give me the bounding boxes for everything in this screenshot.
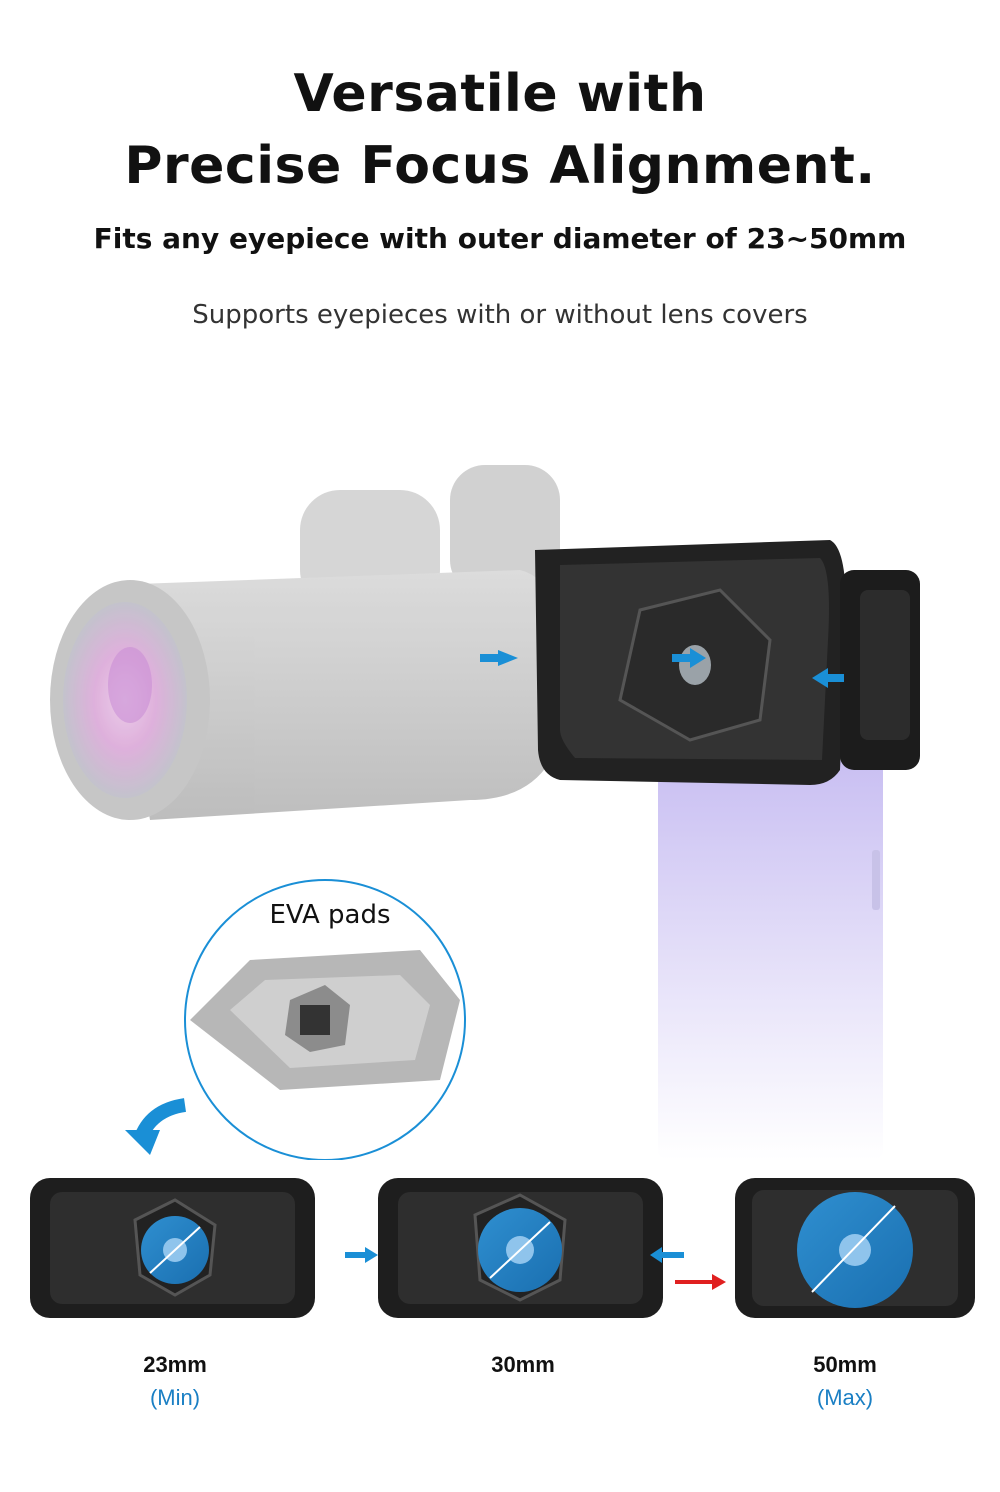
clamp-arrows [480, 648, 844, 688]
eva-pads-label: EVA pads [269, 900, 391, 930]
adapter-30mm [378, 1178, 663, 1318]
page-title-line-2: Precise Focus Alignment. [124, 136, 876, 196]
adapter-23mm [30, 1178, 315, 1318]
compatibility-note: Supports eyepieces with or without lens … [192, 300, 808, 330]
phone-body [658, 760, 883, 1160]
size-label-23mm: 23mm [143, 1352, 207, 1377]
hero-illustration [50, 465, 920, 1160]
size-label-30mm: 30mm [491, 1352, 555, 1377]
size-sub-min: (Min) [149, 1385, 201, 1410]
adapter-50mm [735, 1178, 975, 1318]
size-sub-max: (Max) [816, 1385, 874, 1410]
size-comparison-row [30, 1178, 975, 1318]
subtitle: Fits any eyepiece with outer diameter of… [93, 222, 907, 255]
size-label-50mm: 50mm [813, 1352, 877, 1377]
monocular-illustration [50, 465, 560, 820]
eva-pads-inset [184, 879, 466, 1160]
adapter-clamp [535, 540, 920, 785]
page-title-line-1: Versatile with [293, 64, 707, 124]
size-arrows [345, 1247, 726, 1290]
